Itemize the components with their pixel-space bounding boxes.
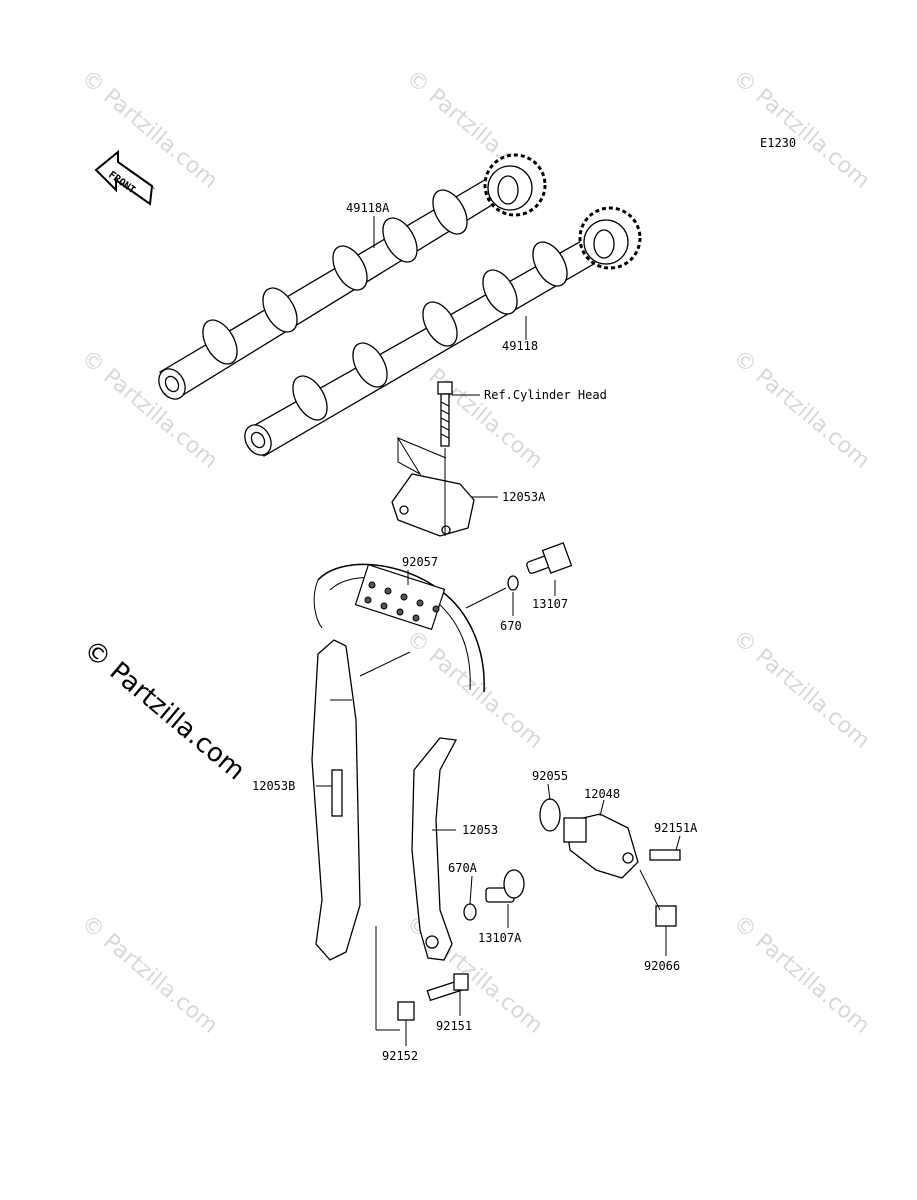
label-92057: 92057 xyxy=(402,555,438,569)
watermark: © Partzilla.com xyxy=(728,65,874,193)
tensioner-12048 xyxy=(539,798,681,927)
watermark: © Partzilla.com xyxy=(401,345,547,473)
bolt-13107 xyxy=(465,542,573,609)
label-92151A: 92151A xyxy=(654,821,698,835)
label-670A: 670A xyxy=(448,861,478,875)
label-92151: 92151 xyxy=(436,1019,472,1033)
cam-chain-92057 xyxy=(313,563,485,693)
camshaft-49118A xyxy=(158,153,547,400)
watermark: © Partzilla.com xyxy=(728,910,874,1038)
bolt-92151A xyxy=(649,849,681,861)
watermark: © Partzilla.com xyxy=(76,910,222,1038)
label-49118A: 49118A xyxy=(346,201,390,215)
label-ref-cylinder-head: Ref.Cylinder Head xyxy=(484,388,607,402)
watermark: © Partzilla.com xyxy=(401,625,547,753)
label-92152: 92152 xyxy=(382,1049,418,1063)
chain-guide-12053 xyxy=(375,737,458,1031)
label-13107: 13107 xyxy=(532,597,568,611)
label-13107A: 13107A xyxy=(478,931,522,945)
front-arrow-icon: FRONT xyxy=(94,149,156,206)
watermark: © Partzilla.com xyxy=(728,625,874,753)
o-ring-92055 xyxy=(539,798,561,832)
chain-guide-12053A xyxy=(391,436,475,537)
camshaft-49118 xyxy=(244,206,642,457)
part-labels: 49118A 49118 Ref.Cylinder Head 12053A 92… xyxy=(252,201,698,1063)
watermark: © Partzilla.com xyxy=(76,65,222,193)
bolt-13107A xyxy=(463,869,525,921)
cylinder-head-bolt xyxy=(437,381,453,447)
label-92066: 92066 xyxy=(644,959,680,973)
label-12053: 12053 xyxy=(462,823,498,837)
o-ring-670A xyxy=(463,903,477,921)
leader-lines xyxy=(316,216,681,1046)
label-49118: 49118 xyxy=(502,339,538,353)
watermark-main: © Partzilla.com xyxy=(78,634,251,786)
label-670: 670 xyxy=(500,619,522,633)
bolt-92151 xyxy=(397,973,469,1021)
label-92055: 92055 xyxy=(532,769,568,783)
o-ring-670 xyxy=(507,575,519,591)
collar-92152 xyxy=(397,1001,415,1021)
diagram-code: E1230 xyxy=(760,136,796,150)
label-12053B: 12053B xyxy=(252,779,295,793)
label-12053A: 12053A xyxy=(502,490,546,504)
chain-guide-12053B xyxy=(311,639,411,961)
label-12048: 12048 xyxy=(584,787,620,801)
watermark: © Partzilla.com xyxy=(728,345,874,473)
